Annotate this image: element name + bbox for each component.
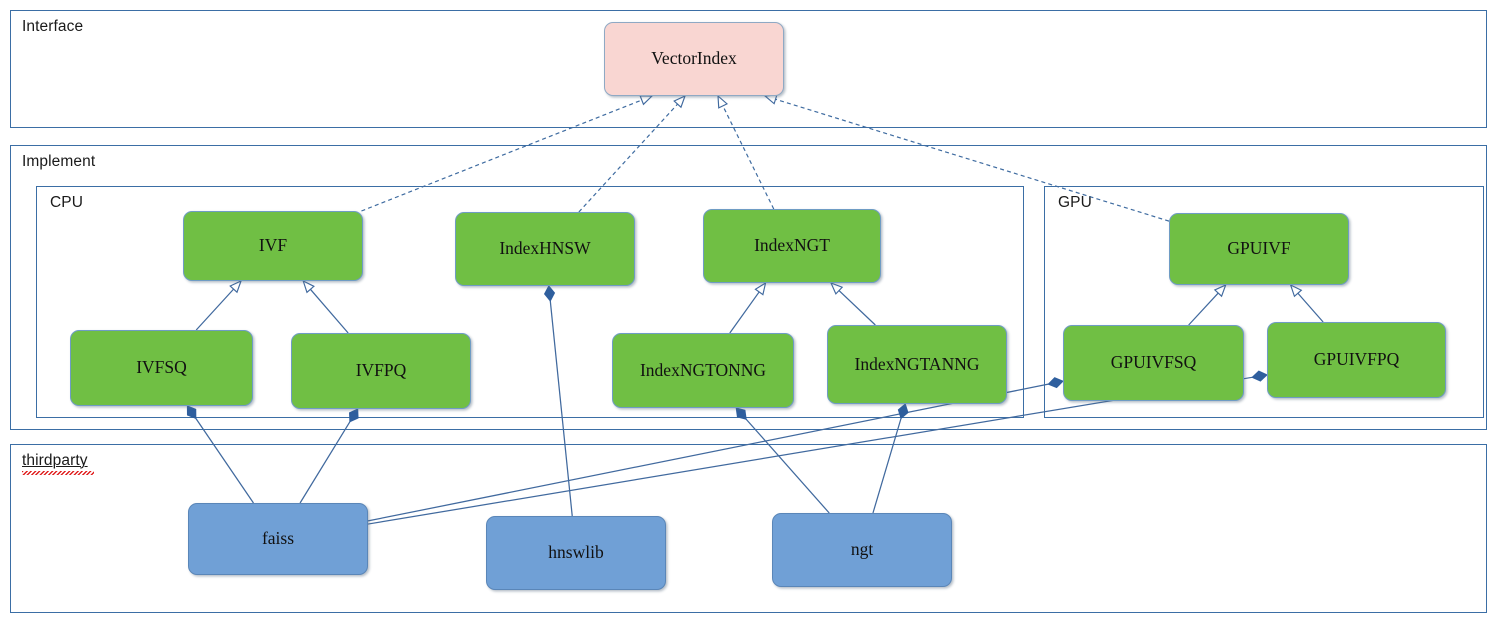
- node-indexngt[interactable]: IndexNGT: [703, 209, 881, 283]
- node-ngt[interactable]: ngt: [772, 513, 952, 587]
- node-gpuivfpq[interactable]: GPUIVFPQ: [1267, 322, 1446, 398]
- node-hnswlib[interactable]: hnswlib: [486, 516, 666, 590]
- node-ivfsq[interactable]: IVFSQ: [70, 330, 253, 406]
- layer-label-implement: Implement: [22, 153, 96, 170]
- node-ivf[interactable]: IVF: [183, 211, 363, 281]
- group-label-cpu: CPU: [50, 194, 84, 211]
- node-gpuivf[interactable]: GPUIVF: [1169, 213, 1349, 285]
- node-faiss[interactable]: faiss: [188, 503, 368, 575]
- node-gpuivfsq[interactable]: GPUIVFSQ: [1063, 325, 1244, 401]
- layer-label-interface: Interface: [22, 18, 84, 35]
- node-indexngtanng[interactable]: IndexNGTANNG: [827, 325, 1007, 404]
- node-indexngtonng[interactable]: IndexNGTONNG: [612, 333, 794, 408]
- group-frame-gpu: [1044, 186, 1484, 418]
- node-indexhnsw[interactable]: IndexHNSW: [455, 212, 635, 286]
- node-vectorindex[interactable]: VectorIndex: [604, 22, 784, 96]
- layer-label-thirdparty: thirdparty: [22, 452, 88, 469]
- node-ivfpq[interactable]: IVFPQ: [291, 333, 471, 409]
